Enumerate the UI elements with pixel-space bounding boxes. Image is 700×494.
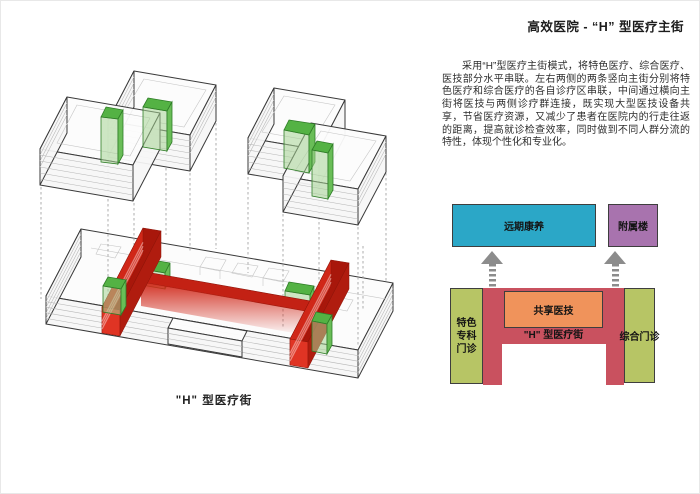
- up-arrow-left: [481, 251, 503, 287]
- general-clinic-box: 综合门诊: [620, 288, 660, 383]
- wellness-label: 远期康养: [504, 222, 544, 233]
- general-clinic-label: 综合门诊: [619, 332, 660, 343]
- page-title: 高效医院 - “H” 型医疗主街: [527, 20, 684, 34]
- specialty-clinic-label: 特色专科门诊: [456, 317, 477, 355]
- up-arrow-right-head: [604, 251, 626, 264]
- annex-label: 附属楼: [618, 222, 648, 233]
- street-label: "H" 型医疗街: [523, 330, 584, 341]
- podium-green-block-front-left: [102, 276, 127, 317]
- upper-right-green-tower-1: [283, 119, 316, 174]
- upper-right-green-tower-2: [311, 140, 334, 201]
- description-paragraph: 采用“H”型医疗主街模式，将特色医疗、综合医疗、医技部分水平串联。左右两侧的两条…: [442, 61, 690, 149]
- up-arrow-right: [604, 251, 626, 287]
- axon-caption: "H" 型医疗街: [175, 395, 253, 407]
- upper-left-green-tower-2: [142, 97, 173, 153]
- street-h-leg-right: [606, 344, 624, 385]
- upper-left-building: [39, 70, 217, 202]
- axonometric-drawing: [39, 70, 394, 379]
- upper-right-building: [247, 87, 387, 226]
- street-h-leg-left: [483, 344, 502, 385]
- annex-box: 附属楼: [608, 204, 658, 247]
- specialty-clinic-box: 特色专科门诊: [450, 288, 483, 384]
- up-arrow-left-stem: [488, 264, 496, 287]
- up-arrow-left-head: [481, 251, 503, 264]
- up-arrow-right-stem: [611, 264, 619, 287]
- upper-left-green-tower-1: [100, 106, 124, 166]
- shared-medtech-box: 共享医技: [504, 291, 603, 328]
- wellness-box: 远期康养: [452, 204, 596, 247]
- shared-medtech-label: 共享医技: [533, 306, 574, 317]
- podium-green-block-front-right: [311, 311, 333, 356]
- concept-diagram: 远期康养 附属楼 特色专科门诊 共享医技 "H" 型医疗街 综合门诊: [431, 196, 676, 396]
